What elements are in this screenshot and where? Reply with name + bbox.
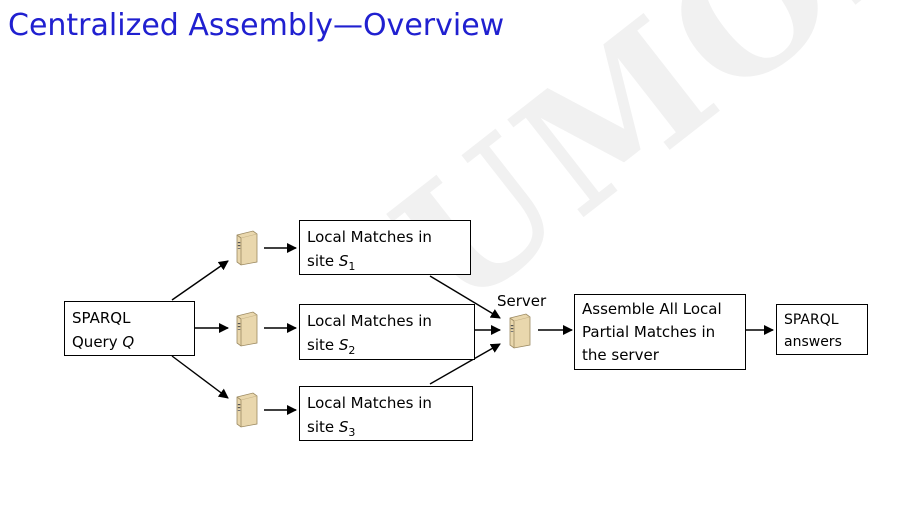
arrow-query-to-site1 — [171, 260, 229, 301]
local-matches-site3-box: Local Matches in site S3 — [299, 386, 473, 441]
query-line1: SPARQL — [72, 309, 131, 327]
central-server-icon — [509, 313, 531, 349]
site3-server-icon — [236, 392, 258, 428]
answers-box: SPARQL answers — [776, 304, 868, 355]
site-label: site S3 — [307, 418, 356, 439]
assemble-box: Assemble All Local Partial Matches in th… — [574, 294, 746, 370]
query-variable: Q — [122, 333, 135, 351]
query-box: SPARQL Query Q — [64, 301, 195, 356]
slide-title: Centralized Assembly—Overview — [8, 8, 505, 43]
local-matches-site1-box: Local Matches in site S1 — [299, 220, 471, 275]
local-matches-label: Local Matches in — [307, 228, 432, 246]
query-line2: Query Q — [72, 333, 135, 351]
local-matches-site2-box: Local Matches in site S2 — [299, 304, 475, 360]
local-matches-label: Local Matches in — [307, 312, 432, 330]
arrow-local3-to-server — [429, 343, 501, 385]
arrow-local1-to-server — [429, 275, 501, 319]
site-label: site S2 — [307, 336, 356, 357]
site1-server-icon — [236, 230, 258, 266]
site-label: site S1 — [307, 252, 356, 273]
local-matches-label: Local Matches in — [307, 394, 432, 412]
arrow-query-to-site3 — [171, 355, 229, 399]
site2-server-icon — [236, 311, 258, 347]
server-label: Server — [497, 292, 547, 310]
